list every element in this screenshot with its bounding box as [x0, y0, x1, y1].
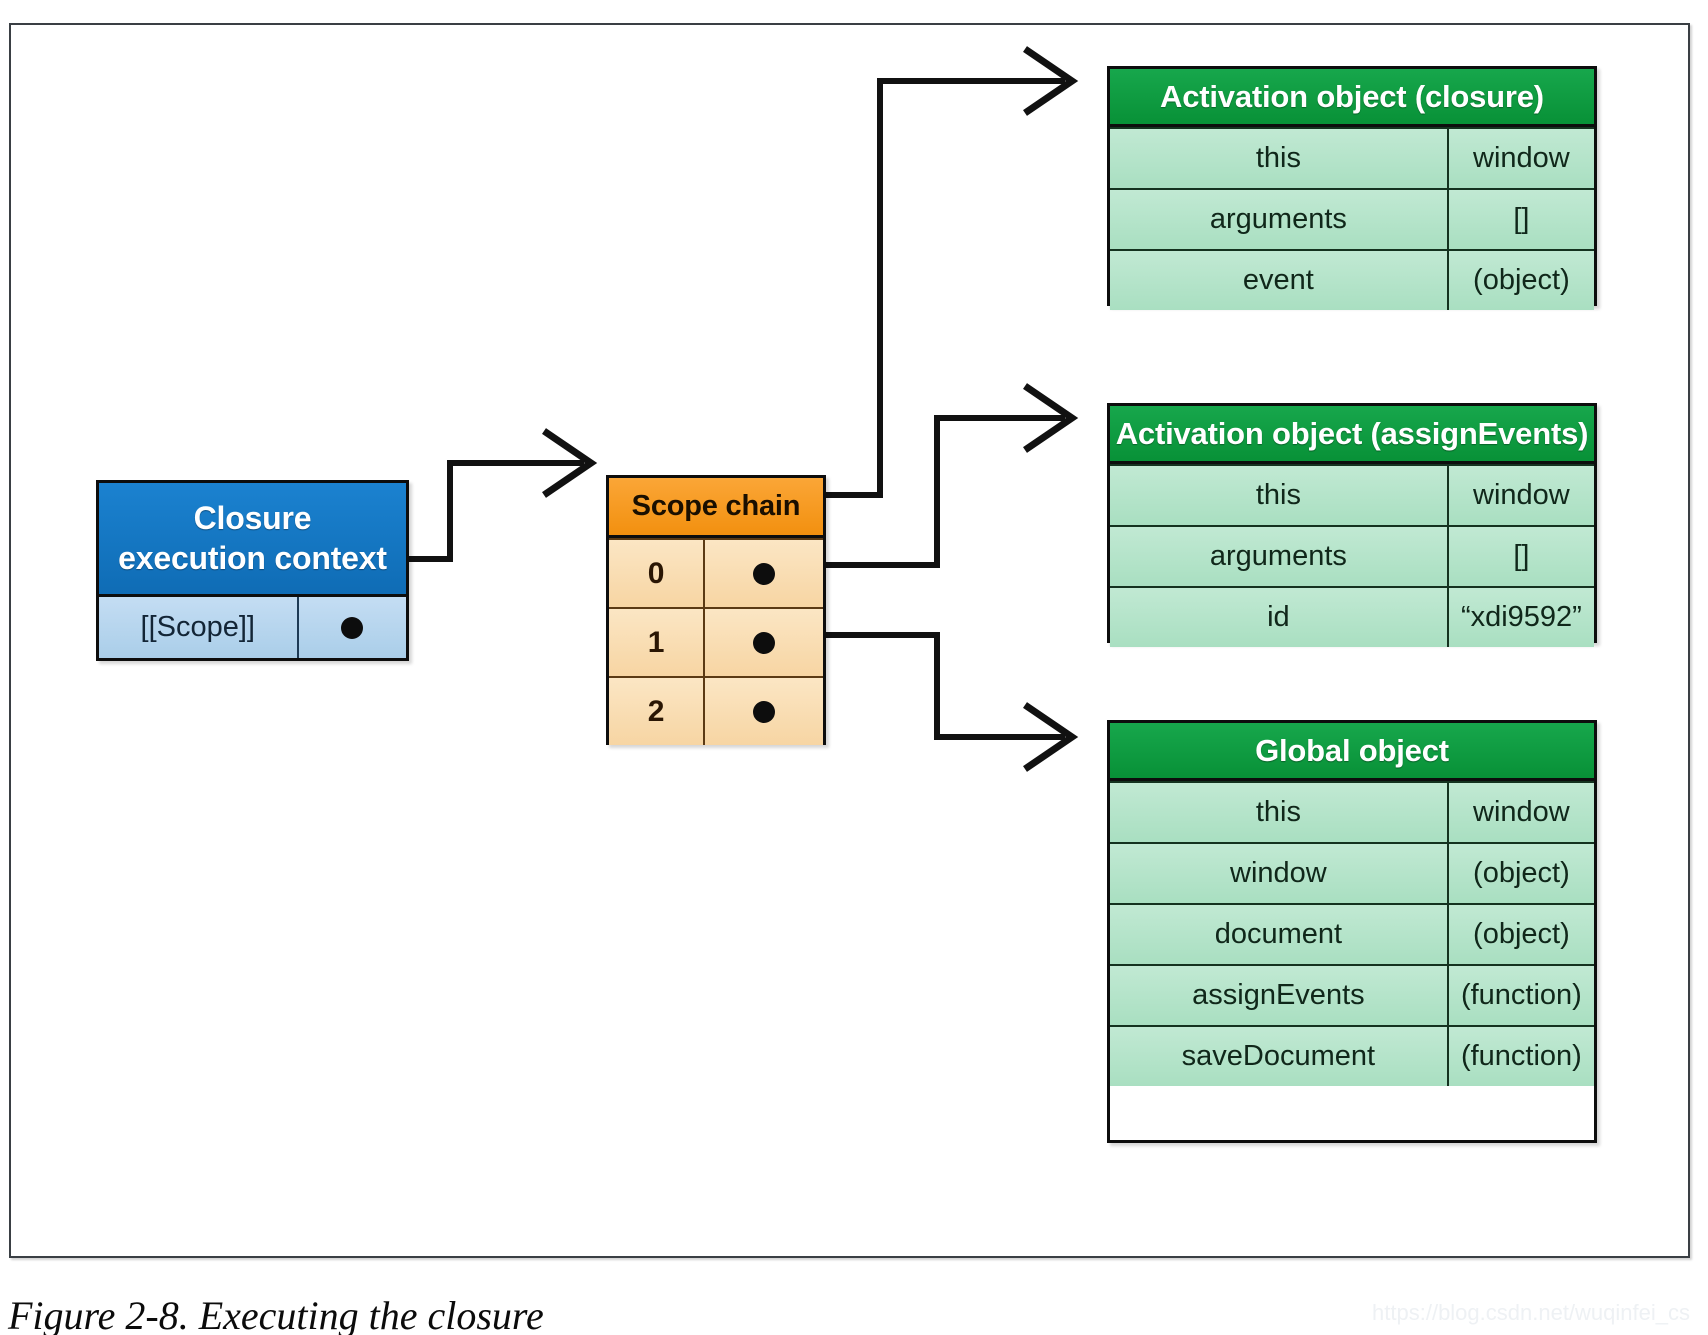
table-row: assignEvents (function): [1110, 964, 1594, 1025]
scope-chain-index-0: 0: [609, 540, 706, 607]
activation-object-assignevents-box[interactable]: Activation object (assignEvents) this wi…: [1107, 403, 1597, 647]
global-object-box[interactable]: Global object this window window (object…: [1107, 720, 1597, 1143]
table-row: arguments []: [1110, 188, 1594, 249]
global-value-0: window: [1473, 796, 1570, 828]
ao-closure-value-0: window: [1473, 142, 1570, 174]
global-key-4: saveDocument: [1110, 1027, 1449, 1086]
ao-assignevents-key-2: id: [1110, 588, 1449, 647]
global-value-2: (object): [1473, 918, 1570, 950]
diagram-canvas: Closure execution context [[Scope]] Scop…: [11, 25, 1688, 1256]
table-row: 2: [609, 676, 823, 745]
table-row: 0: [609, 538, 823, 607]
table-row: arguments []: [1110, 525, 1594, 586]
global-value-1: (object): [1473, 857, 1570, 889]
scope-chain-box[interactable]: Scope chain 0 1 2: [606, 475, 826, 745]
pointer-dot-icon: [753, 631, 776, 654]
ao-closure-value-2: (object): [1473, 264, 1570, 296]
pointer-dot-icon: [753, 562, 776, 585]
table-row: document (object): [1110, 903, 1594, 964]
ao-closure-key-1: arguments: [1110, 190, 1449, 249]
table-row: event (object): [1110, 249, 1594, 310]
activation-object-closure-box[interactable]: Activation object (closure) this window …: [1107, 66, 1597, 310]
scope-chain-slot-2[interactable]: [705, 678, 823, 745]
scope-chain-index-2: 2: [609, 678, 706, 745]
global-value-4: (function): [1460, 1040, 1582, 1072]
closure-title-line-1: Closure: [193, 500, 312, 537]
scope-chain-index-1: 1: [609, 609, 706, 676]
ao-closure-key-2: event: [1110, 251, 1449, 310]
scope-chain-slot-0[interactable]: [705, 540, 823, 607]
ao-closure-key-0: this: [1110, 129, 1449, 188]
table-row: [[Scope]]: [99, 597, 406, 658]
closure-execution-context-title: Closure execution context: [99, 483, 406, 597]
ao-assignevents-value-0: window: [1473, 479, 1570, 511]
figure-frame: Closure execution context [[Scope]] Scop…: [9, 23, 1690, 1258]
watermark-text: https://blog.csdn.net/wuqinfei_cs: [1372, 1300, 1690, 1325]
table-row: this window: [1110, 127, 1594, 188]
scope-chain-slot-1[interactable]: [705, 609, 823, 676]
global-value-3: (function): [1460, 979, 1582, 1011]
arrowhead-scopechain: [542, 428, 598, 498]
ao-assignevents-key-1: arguments: [1110, 527, 1449, 586]
global-key-3: assignEvents: [1110, 966, 1449, 1025]
global-key-2: document: [1110, 905, 1449, 964]
global-key-1: window: [1110, 844, 1449, 903]
figure-caption: Figure 2-8. Executing the closure: [8, 1293, 544, 1335]
connector-slot0-to-closure: [695, 78, 1065, 498]
global-object-title: Global object: [1110, 723, 1594, 781]
table-row: this window: [1110, 464, 1594, 525]
pointer-dot-icon: [753, 700, 776, 723]
arrowhead-ao-assignevents: [1023, 383, 1079, 453]
table-row: id “xdi9592”: [1110, 586, 1594, 647]
closure-title-line-2: execution context: [118, 539, 387, 576]
ao-assignevents-value-2: “xdi9592”: [1460, 601, 1582, 633]
ao-assignevents-value-1: []: [1513, 540, 1530, 572]
activation-object-assignevents-title: Activation object (assignEvents): [1110, 406, 1594, 464]
global-key-0: this: [1110, 783, 1449, 842]
arrowhead-global-object: [1023, 702, 1079, 772]
table-row: 1: [609, 607, 823, 676]
closure-scope-key: [[Scope]]: [99, 597, 299, 658]
table-row: saveDocument (function): [1110, 1025, 1594, 1086]
pointer-dot-icon: [341, 616, 364, 639]
table-row: this window: [1110, 781, 1594, 842]
table-row: window (object): [1110, 842, 1594, 903]
activation-object-closure-title: Activation object (closure): [1110, 69, 1594, 127]
arrowhead-ao-closure: [1023, 46, 1079, 116]
ao-closure-value-1: []: [1513, 203, 1530, 235]
ao-assignevents-key-0: this: [1110, 466, 1449, 525]
closure-scope-pointer-cell[interactable]: [299, 597, 406, 658]
closure-execution-context-box[interactable]: Closure execution context [[Scope]]: [96, 480, 409, 661]
scope-chain-title: Scope chain: [609, 478, 823, 538]
